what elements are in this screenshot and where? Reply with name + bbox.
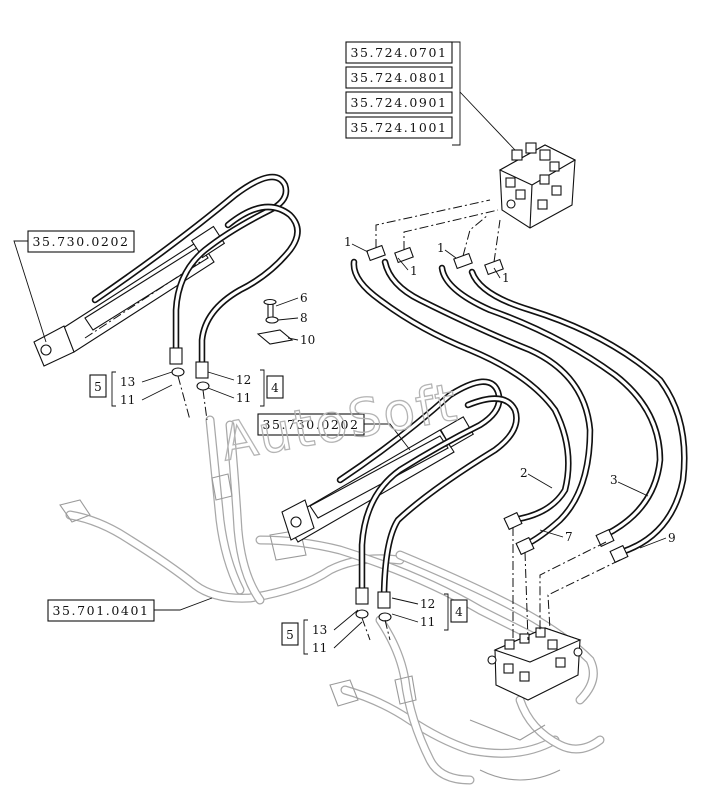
kit-lower-b: 11 xyxy=(312,641,327,655)
callout-adapter-1c: 1 xyxy=(437,241,445,255)
kit-callout-lower: 5 13 11 12 11 4 xyxy=(281,593,468,655)
valve-ref-1: 35.724.0701 xyxy=(350,45,447,60)
assembly-lines xyxy=(177,199,621,641)
lines-ref: 35.701.0401 xyxy=(52,603,149,618)
callout-screw-6: 6 xyxy=(300,291,308,305)
kit-lower-c: 12 xyxy=(420,597,435,611)
valve-ref-3: 35.724.0901 xyxy=(350,95,447,110)
callout-hose-7: 7 xyxy=(565,530,573,544)
upper-cylinder xyxy=(33,225,226,367)
callout-hose-2: 2 xyxy=(520,466,528,480)
kit-upper-d: 11 xyxy=(236,391,251,405)
background-pipework xyxy=(59,415,605,785)
valve-ref-4: 35.724.1001 xyxy=(350,120,447,135)
reference-boxes: 35.724.0701 35.724.0801 35.724.0901 35.7… xyxy=(13,41,516,622)
cylinder-ref-lower: 35.730.0202 xyxy=(262,417,359,432)
kit-upper-a: 13 xyxy=(120,375,135,389)
kit-upper-c: 12 xyxy=(236,373,251,387)
kit-lower-a: 13 xyxy=(312,623,327,637)
item-callouts: 1 1 1 1 6 8 10 2 7 3 9 xyxy=(275,235,676,549)
callout-washer-8: 8 xyxy=(300,311,308,325)
hoses xyxy=(91,173,688,599)
kit-upper-b: 11 xyxy=(120,393,135,407)
control-valve xyxy=(498,142,577,229)
callout-hose-9: 9 xyxy=(668,531,676,545)
callout-adapter-1b: 1 xyxy=(410,264,418,278)
callout-adapter-1a: 1 xyxy=(344,235,352,249)
callout-hose-3: 3 xyxy=(610,473,618,487)
callout-plate-10: 10 xyxy=(300,333,315,347)
kit-callout-upper: 5 13 11 12 11 4 xyxy=(89,369,284,407)
kit-lower-d: 11 xyxy=(420,615,435,629)
lower-valve-block xyxy=(487,627,583,701)
callout-adapter-1d: 1 xyxy=(502,271,510,285)
kit-lower-box: 5 xyxy=(286,628,294,642)
kit-lower-box2: 4 xyxy=(455,605,463,619)
kit-upper-box2: 4 xyxy=(271,381,279,395)
valve-ref-2: 35.724.0801 xyxy=(350,70,447,85)
lower-cylinder xyxy=(281,416,475,543)
kit-upper-box: 5 xyxy=(94,380,102,394)
cylinder-ref-upper: 35.730.0202 xyxy=(32,234,129,249)
